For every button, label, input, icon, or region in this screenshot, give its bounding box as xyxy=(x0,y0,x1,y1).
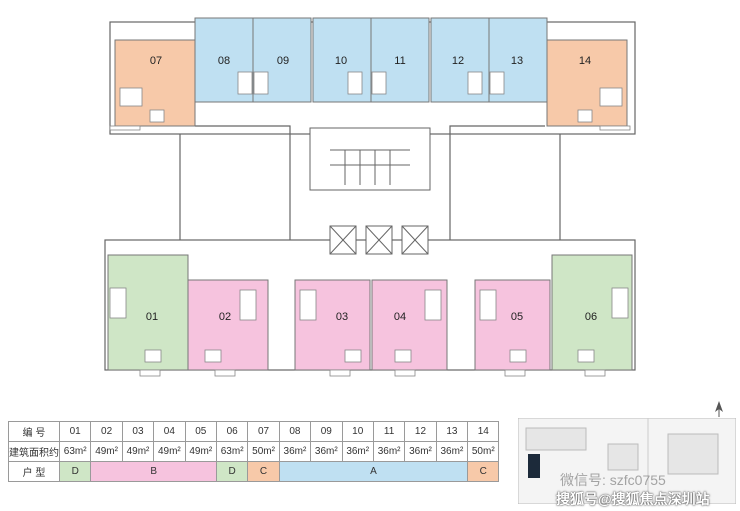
corridor-walls xyxy=(195,125,545,240)
number-cell: 03 xyxy=(121,421,155,442)
area-cell: 63m² xyxy=(58,441,92,462)
area-cell: 36m² xyxy=(404,441,437,462)
unit-07-label: 07 xyxy=(150,55,162,67)
watermark-sohu: 搜狐号@搜狐焦点深圳站 xyxy=(556,491,710,507)
unit-14-label: 14 xyxy=(579,55,591,67)
type-header: 户 型 xyxy=(8,461,60,482)
type-cell-d: D xyxy=(58,461,92,482)
number-cell: 11 xyxy=(372,421,406,442)
unit-02-label: 02 xyxy=(219,311,231,323)
unit-04-label: 04 xyxy=(394,311,406,323)
balconies xyxy=(109,125,631,377)
unit-08-label: 08 xyxy=(218,55,230,67)
unit-11-label: 11 xyxy=(394,55,405,67)
number-header: 编 号 xyxy=(8,421,60,442)
type-cell-c: C xyxy=(467,461,500,482)
area-cell: 49m² xyxy=(184,441,217,462)
unit-05-label: 05 xyxy=(511,311,523,323)
unit-spec-table: 编 号 01 02 03 04 05 06 07 08 09 10 11 12 … xyxy=(8,421,500,482)
number-cell: 08 xyxy=(278,421,312,442)
number-cell: 09 xyxy=(310,421,343,442)
north-arrow-icon xyxy=(715,401,723,417)
area-cell: 36m² xyxy=(341,441,374,462)
number-cell: 12 xyxy=(404,421,437,442)
number-cell: 05 xyxy=(184,421,217,442)
core-walls xyxy=(179,134,561,240)
number-cell: 01 xyxy=(58,421,92,442)
area-cell: 36m² xyxy=(310,441,343,462)
area-cell: 36m² xyxy=(435,441,469,462)
watermark-wechat: 微信号: szfc0755 xyxy=(560,472,666,488)
number-cell: 06 xyxy=(215,421,249,442)
area-cell: 49m² xyxy=(121,441,155,462)
type-cell-c: C xyxy=(247,461,280,482)
bathroom-fixtures-top xyxy=(119,71,623,123)
area-cell: 63m² xyxy=(215,441,249,462)
unit-06-label: 06 xyxy=(585,311,597,323)
unit-09-label: 09 xyxy=(277,55,289,67)
unit-01-label: 01 xyxy=(146,311,158,323)
number-cell: 10 xyxy=(341,421,374,442)
stair-core xyxy=(309,127,431,191)
area-cell: 50m² xyxy=(467,441,500,462)
type-cell-a: A xyxy=(278,461,469,482)
number-cell: 07 xyxy=(247,421,280,442)
area-cell: 36m² xyxy=(278,441,312,462)
floor-plan: 07 08 09 10 11 12 13 14 01 02 03 04 05 0… xyxy=(104,17,636,377)
number-cell: 04 xyxy=(153,421,186,442)
type-row: 户 型 D B D C A C xyxy=(8,461,500,482)
elevators xyxy=(329,225,429,255)
area-row: 建筑面积约 63m² 49m² 49m² 49m² 49m² 63m² 50m²… xyxy=(8,441,500,462)
number-cell: 14 xyxy=(467,421,500,442)
area-cell: 49m² xyxy=(90,441,123,462)
unit-10-label: 10 xyxy=(335,55,347,67)
type-cell-b: B xyxy=(90,461,217,482)
area-cell: 36m² xyxy=(372,441,406,462)
number-cell: 02 xyxy=(90,421,123,442)
bathroom-fixtures-bottom xyxy=(109,287,629,363)
unit-03-label: 03 xyxy=(336,311,348,323)
unit-13-label: 13 xyxy=(511,55,523,67)
area-cell: 49m² xyxy=(153,441,186,462)
unit-12-label: 12 xyxy=(452,55,464,67)
area-header: 建筑面积约 xyxy=(8,441,60,462)
area-cell: 50m² xyxy=(247,441,280,462)
key-plan-map xyxy=(518,418,736,504)
number-row: 编 号 01 02 03 04 05 06 07 08 09 10 11 12 … xyxy=(8,421,500,442)
number-cell: 13 xyxy=(435,421,469,442)
type-cell-d: D xyxy=(215,461,249,482)
